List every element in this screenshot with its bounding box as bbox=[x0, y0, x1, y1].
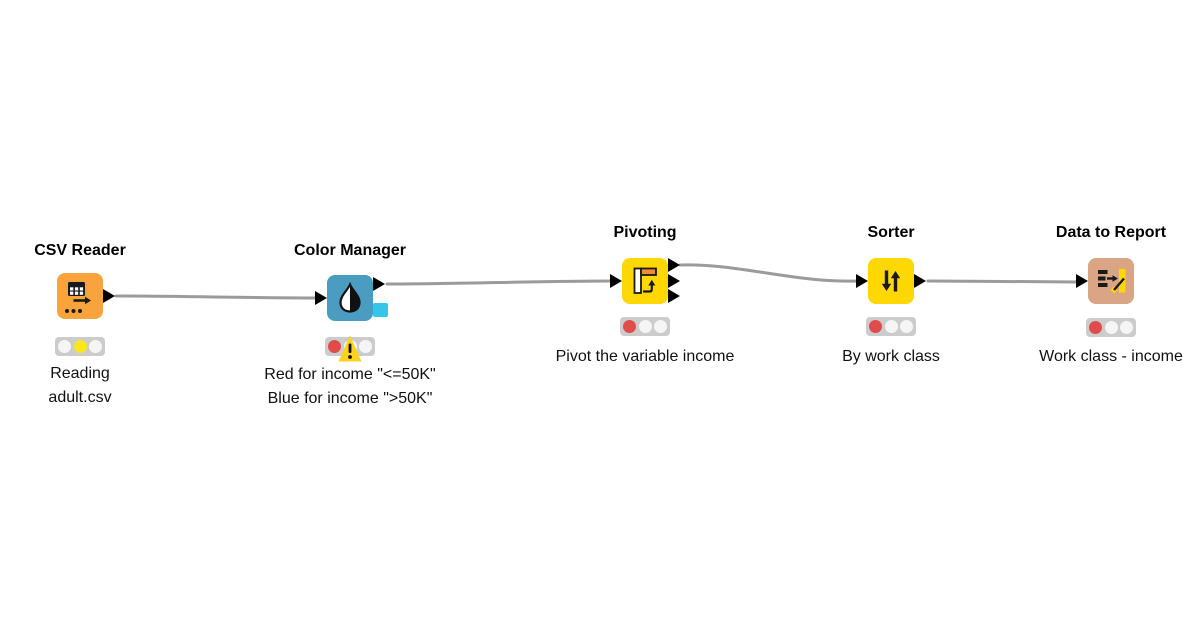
status-light bbox=[58, 340, 71, 353]
status-light bbox=[1120, 321, 1133, 334]
status-light bbox=[900, 320, 913, 333]
annotation-line: adult.csv bbox=[48, 389, 112, 406]
node-title[interactable]: Pivoting bbox=[613, 224, 677, 241]
status-light bbox=[638, 320, 652, 333]
node-pivoting[interactable]: Pivoting Pivot the variable income bbox=[556, 224, 735, 365]
input-port[interactable] bbox=[856, 274, 868, 288]
node-title[interactable]: Data to Report bbox=[1055, 224, 1167, 241]
annotation-line: Red for income "<=50K" bbox=[264, 366, 436, 383]
node-annotation[interactable]: Pivot the variable income bbox=[556, 345, 735, 369]
traffic-light bbox=[1086, 318, 1136, 337]
node-annotation[interactable]: Work class - income bbox=[1039, 345, 1183, 369]
wire-pivoting-sorter[interactable] bbox=[678, 263, 860, 283]
status-light bbox=[73, 340, 87, 353]
output-port[interactable] bbox=[668, 289, 680, 303]
status-light bbox=[1104, 321, 1118, 334]
status-light bbox=[884, 320, 898, 333]
node-annotation[interactable]: By work class bbox=[842, 345, 940, 369]
warning-icon bbox=[338, 334, 363, 363]
traffic-light bbox=[620, 317, 670, 336]
wire-sorter-datatoreport[interactable] bbox=[926, 279, 1080, 284]
wire-csvreader-colormanager[interactable] bbox=[114, 294, 319, 300]
annotation-line: Pivot the variable income bbox=[555, 348, 735, 365]
status-light bbox=[89, 340, 102, 353]
output-port[interactable] bbox=[914, 274, 926, 288]
status-light bbox=[1089, 321, 1102, 334]
sort-arrows-icon[interactable] bbox=[868, 258, 914, 304]
node-sorter[interactable]: Sorter By work class bbox=[842, 224, 940, 365]
node-annotation[interactable]: Reading adult.csv bbox=[48, 362, 111, 410]
annotation-line: Blue for income ">50K" bbox=[267, 390, 433, 407]
status-light bbox=[328, 340, 341, 353]
output-port[interactable] bbox=[668, 274, 680, 288]
annotation-line: Reading bbox=[50, 365, 110, 382]
status-light bbox=[623, 320, 636, 333]
node-color-manager[interactable]: Color Manager Red bbox=[264, 242, 435, 407]
traffic-light bbox=[866, 317, 916, 336]
node-data-to-report[interactable]: Data to Report Work class - income bbox=[1039, 224, 1183, 365]
node-title[interactable]: Color Manager bbox=[293, 242, 407, 259]
status-light bbox=[654, 320, 667, 333]
color-drop-icon[interactable] bbox=[327, 275, 373, 321]
node-csv-reader[interactable]: CSV Reader Reading bbox=[34, 242, 126, 406]
input-port[interactable] bbox=[315, 291, 327, 305]
spreadsheet-export-icon[interactable] bbox=[57, 273, 103, 319]
output-port[interactable] bbox=[373, 277, 385, 291]
output-port[interactable] bbox=[103, 289, 115, 303]
node-annotation[interactable]: Red for income "<=50K" Blue for income "… bbox=[264, 363, 435, 411]
input-port[interactable] bbox=[610, 274, 622, 288]
traffic-light bbox=[55, 337, 105, 356]
output-port[interactable] bbox=[668, 258, 680, 272]
input-port[interactable] bbox=[1076, 274, 1088, 288]
annotation-line: Work class - income bbox=[1039, 348, 1183, 365]
node-title[interactable]: CSV Reader bbox=[34, 242, 126, 259]
pivot-table-icon[interactable] bbox=[622, 258, 668, 304]
status-light bbox=[869, 320, 882, 333]
color-model-port[interactable] bbox=[373, 303, 388, 317]
wire-colormanager-pivoting[interactable] bbox=[385, 279, 614, 286]
traffic-light bbox=[325, 335, 375, 362]
status-light bbox=[359, 340, 372, 353]
annotation-line: By work class bbox=[842, 348, 940, 365]
node-title[interactable]: Sorter bbox=[867, 224, 915, 241]
table-to-chart-icon[interactable] bbox=[1088, 258, 1134, 304]
